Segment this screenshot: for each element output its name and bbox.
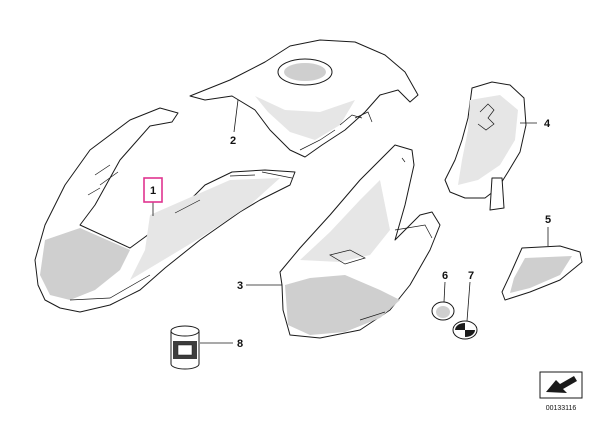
callout-5[interactable]: 5 bbox=[545, 214, 551, 226]
part-8-paint-can[interactable] bbox=[170, 325, 200, 370]
callout-2[interactable]: 2 bbox=[230, 135, 236, 147]
part-1-side-fairing[interactable] bbox=[34, 107, 296, 313]
callout-7[interactable]: 7 bbox=[468, 270, 474, 282]
callout-1[interactable]: 1 bbox=[150, 185, 156, 197]
part-2-tank-cover[interactable] bbox=[189, 39, 419, 158]
part-3-lower-side-panel[interactable] bbox=[279, 144, 441, 339]
leader-6 bbox=[443, 281, 446, 303]
part-5-small-cover[interactable] bbox=[501, 245, 583, 301]
callout-8[interactable]: 8 bbox=[237, 338, 243, 350]
navigation-arrow-icon[interactable] bbox=[539, 371, 583, 399]
leader-lines bbox=[152, 99, 549, 344]
document-number: 00133116 bbox=[546, 405, 577, 412]
callout-4[interactable]: 4 bbox=[544, 118, 551, 130]
part-6-cap[interactable] bbox=[431, 301, 455, 321]
part-4-cover[interactable] bbox=[444, 81, 527, 211]
leader-2 bbox=[233, 99, 239, 133]
leader-7 bbox=[466, 281, 471, 322]
callout-1-highlight-box bbox=[143, 177, 163, 203]
callout-6[interactable]: 6 bbox=[442, 270, 448, 282]
callout-3[interactable]: 3 bbox=[237, 280, 243, 292]
part-7-emblem[interactable] bbox=[452, 320, 478, 340]
